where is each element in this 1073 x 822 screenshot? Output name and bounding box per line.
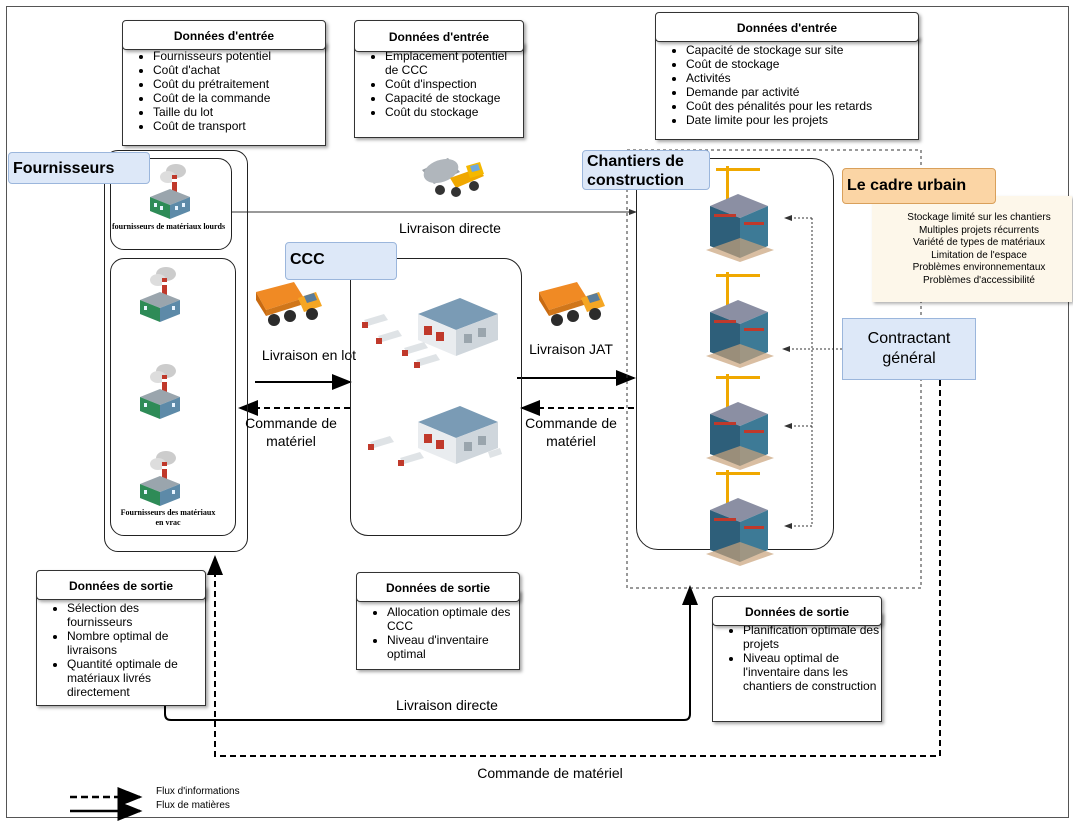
warehouse-icon (368, 406, 502, 466)
flow-label-batch: Livraison en lot (261, 347, 357, 363)
output-item: Quantité optimale de matériaux livrés di… (67, 657, 205, 699)
bulk-suppliers-box (110, 258, 236, 536)
contractor-box: Contractant général (842, 318, 976, 380)
legend-material-label: Flux de matières (156, 800, 230, 811)
ccc-container (350, 258, 522, 536)
urban-item: Limitation de l'espace (931, 249, 1027, 261)
input-panel-ccc: Emplacement potentiel de CCC Coût d'insp… (354, 42, 524, 138)
flow-label-order-left: Commande de matériel (245, 415, 337, 449)
building-construction-icon (706, 272, 774, 368)
urban-item: Stockage limité sur les chantiers (907, 212, 1051, 223)
sites-label: Chantiers de construction (582, 150, 710, 190)
input-item: Coût des pénalités pour les retards (686, 99, 918, 113)
warehouse-icon (362, 298, 498, 368)
heavy-suppliers-label: fournisseurs de matériaux lourds (112, 222, 226, 231)
legend-info-label: Flux d'informations (156, 786, 240, 797)
bulk-suppliers-label: Fournisseurs des matériaux en vrac (120, 508, 216, 527)
input-item: Coût du prétraitement (153, 77, 325, 91)
output-header-ccc: Données de sortie (356, 572, 520, 602)
factory-icon (140, 451, 180, 506)
output-panel-suppliers: Sélection des fournisseurs Nombre optima… (36, 586, 206, 706)
concrete-mixer-icon (422, 158, 484, 197)
input-item: Coût du stockage (385, 105, 523, 119)
flow-label-order-right: Commande de matériel (525, 415, 617, 449)
input-item: Coût de la commande (153, 91, 325, 105)
output-header-sites: Données de sortie (712, 596, 882, 626)
output-item: Niveau d'inventaire optimal (387, 633, 519, 661)
input-header-suppliers: Données d'entrée (122, 20, 326, 50)
diagram-frame (6, 6, 1069, 818)
input-item: Taille du lot (153, 105, 325, 119)
urban-item: Variété de types de matériaux (912, 237, 1046, 248)
input-item: Activités (686, 71, 918, 85)
input-item: Coût d'achat (153, 63, 325, 77)
input-item: Demande par activité (686, 85, 918, 99)
flow-label-jit: Livraison JAT (529, 341, 613, 357)
urban-item: Problèmes environnementaux (912, 262, 1046, 273)
input-item: Coût de stockage (686, 57, 918, 71)
input-panel-sites: Capacité de stockage sur site Coût de st… (655, 36, 919, 140)
flow-label-direct-top: Livraison directe (399, 220, 501, 236)
building-construction-icon (706, 374, 774, 470)
heavy-suppliers-box (110, 158, 232, 250)
input-item: Fournisseurs potentiel (153, 49, 325, 63)
output-panel-sites: Planification optimale des projets Nivea… (712, 612, 882, 722)
input-header-sites: Données d'entrée (655, 12, 919, 42)
input-item: Coût d'inspection (385, 77, 523, 91)
ccc-label: CCC (285, 242, 397, 280)
factory-icon (140, 364, 180, 419)
output-header-suppliers: Données de sortie (36, 570, 206, 600)
trailer-truck-icon (362, 314, 388, 328)
output-item: Sélection des fournisseurs (67, 601, 205, 629)
input-header-ccc: Données d'entrée (354, 20, 524, 52)
output-panel-ccc: Allocation optimale des CCC Niveau d'inv… (356, 590, 520, 670)
factory-icon (140, 267, 180, 322)
input-item: Capacité de stockage (385, 91, 523, 105)
building-construction-icon (706, 166, 774, 262)
factory-icon (150, 164, 190, 219)
input-item: Coût de transport (153, 119, 325, 133)
output-item: Planification optimale des projets (743, 623, 881, 651)
dump-truck-icon (256, 282, 322, 326)
urban-label: Le cadre urbain (842, 168, 996, 204)
suppliers-label: Fournisseurs (8, 152, 150, 184)
dump-truck-icon (539, 282, 605, 326)
input-item: Capacité de stockage sur site (686, 43, 918, 57)
output-item: Niveau optimal de l'inventaire dans les … (743, 651, 881, 693)
urban-panel (872, 196, 1072, 302)
output-item: Allocation optimale des CCC (387, 605, 519, 633)
urban-item: Multiples projets récurrents (918, 224, 1040, 236)
suppliers-container (104, 150, 248, 552)
output-item: Nombre optimal de livraisons (67, 629, 205, 657)
urban-list: Stockage limité sur les chantiers Multip… (884, 212, 1073, 287)
building-construction-icon (706, 470, 774, 566)
urban-item: Problèmes d'accessibilité (923, 274, 1035, 286)
input-panel-suppliers: Fournisseurs potentiel Coût d'achat Coût… (122, 42, 326, 146)
input-item: Date limite pour les projets (686, 113, 918, 127)
flow-label-order-bottom: Commande de matériel (477, 765, 623, 781)
flow-label-direct-bottom: Livraison directe (396, 697, 498, 713)
input-item: Emplacement potentiel de CCC (385, 49, 523, 77)
